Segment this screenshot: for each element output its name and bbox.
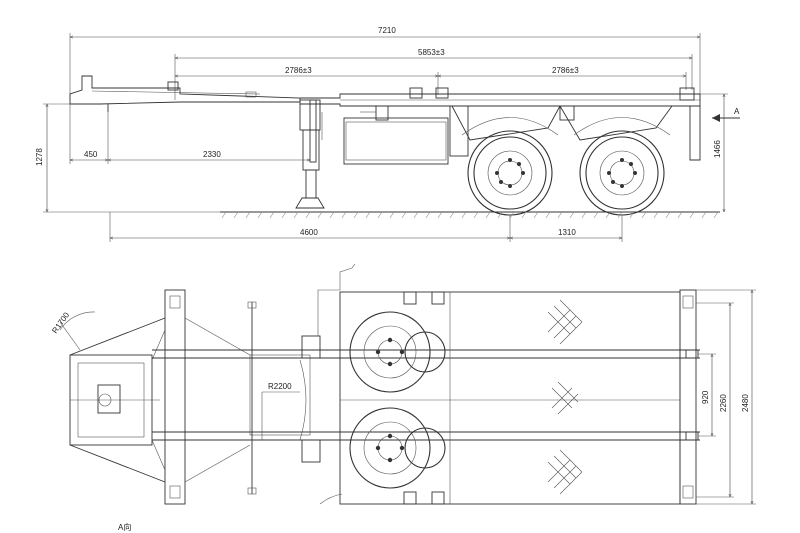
view-caption: A向 [118,522,131,532]
wheel-rear-axle [579,130,665,216]
twist-lock-mark-3 [547,449,583,495]
dim-track-width: 2260 [719,394,728,412]
twist-lock-mark-2 [551,381,579,415]
dim-swing-radius: R1700 [50,310,71,335]
dim-axle-spread: 1310 [558,228,576,237]
wheel-front-axle [467,130,553,216]
wheelset-rear [349,407,446,489]
wheelset-front [349,311,446,393]
dim-leg-to-axle: 4600 [300,228,318,237]
dim-overall-width: 2480 [741,394,750,412]
dim-kingpin-to-leg: 2330 [203,150,221,159]
dim-turning-radius: R2200 [268,382,292,391]
top-view: R1700 R2200 [50,263,756,504]
dim-overall-length: 7210 [378,26,396,35]
dim-deck-height: 1466 [713,140,722,158]
dim-front-overhang: 450 [84,150,98,159]
dim-coupler-height: 1278 [35,148,44,166]
side-view: 7210 5853±3 2786±3 2786±3 [35,26,740,242]
dim-beam-spacing: 920 [701,390,710,404]
ground-hatch [221,211,719,219]
dim-front-span: 2786±3 [285,66,312,75]
section-label: A [734,107,740,116]
dim-rear-span: 2786±3 [552,66,579,75]
dim-pin-to-rear: 5853±3 [418,48,445,57]
twist-lock-mark-1 [547,299,583,345]
